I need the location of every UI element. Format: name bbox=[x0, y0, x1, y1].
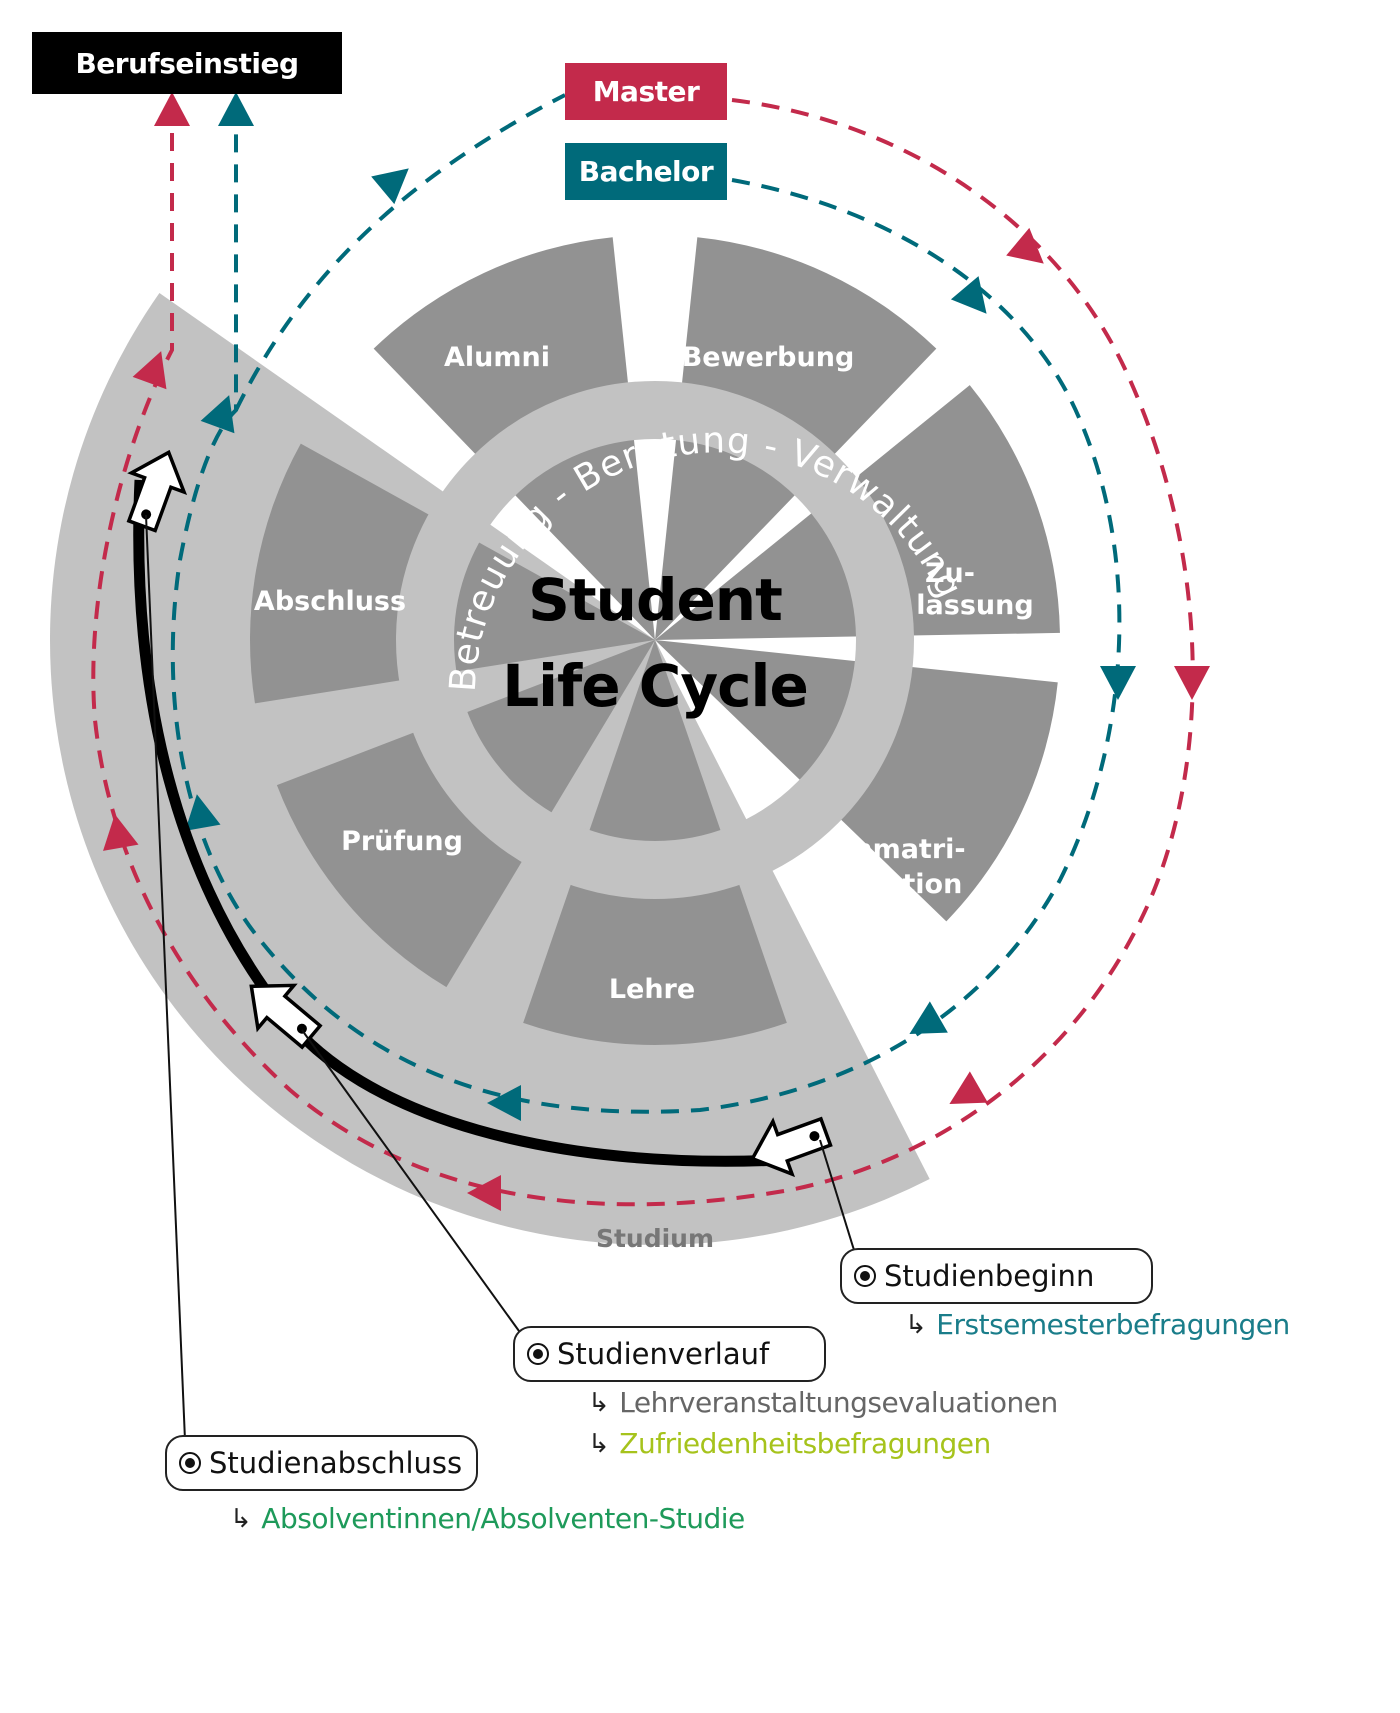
direction-arrowheads bbox=[103, 92, 1210, 1211]
return-arrow-icon: ↳ bbox=[230, 1503, 252, 1534]
bachelor-box: Bachelor bbox=[565, 143, 727, 200]
sector-label-bewerbung: Bewerbung bbox=[682, 342, 855, 373]
arrowhead-bachelor-career bbox=[218, 92, 254, 126]
sector-label-alumni: Alumni bbox=[444, 342, 550, 373]
center-title-line1: Student bbox=[528, 566, 782, 634]
stage-box-studienverlauf: Studienverlauf bbox=[513, 1326, 826, 1382]
studium-label: Studium bbox=[596, 1224, 714, 1253]
stage-label: Studienverlauf bbox=[557, 1337, 770, 1371]
survey-label: Absolventinnen/Absolventen-Studie bbox=[261, 1502, 745, 1535]
stage-label: Studienabschluss bbox=[209, 1446, 463, 1480]
return-arrow-icon: ↳ bbox=[588, 1387, 610, 1418]
arrowhead-master-upper-left bbox=[132, 351, 167, 390]
anchor-dot bbox=[141, 509, 152, 520]
career-entry-box: Berufseinstieg bbox=[32, 32, 342, 94]
arrowhead-bachelor-top bbox=[371, 168, 409, 205]
survey-item: ↳ Erstsemesterbefragungen bbox=[905, 1308, 1290, 1341]
sector-label-zulassung-1: Zu- bbox=[925, 558, 975, 589]
stage-box-studienabschluss: Studienabschluss bbox=[165, 1435, 478, 1491]
stage-box-studienbeginn: Studienbeginn bbox=[840, 1248, 1153, 1304]
return-arrow-icon: ↳ bbox=[588, 1428, 610, 1459]
leader-line-studienverlauf bbox=[301, 1029, 538, 1357]
master-label: Master bbox=[592, 75, 700, 108]
sector-label-pruefung: Prüfung bbox=[341, 826, 463, 857]
master-box: Master bbox=[565, 63, 727, 120]
milestone-arrow-studienbeginn bbox=[749, 1116, 833, 1178]
survey-item: ↳ Lehrveranstaltungsevaluationen bbox=[588, 1386, 1058, 1419]
sector-label-immatrikulation-1: Immatri- bbox=[834, 834, 965, 865]
target-icon bbox=[527, 1343, 549, 1365]
arrowhead-bachelor-right bbox=[1100, 666, 1136, 700]
sector-label-lehre: Lehre bbox=[609, 974, 695, 1005]
survey-item: ↳ Absolventinnen/Absolventen-Studie bbox=[230, 1502, 745, 1535]
career-entry-label: Berufseinstieg bbox=[75, 46, 299, 80]
arrowhead-bachelor-right-top bbox=[950, 276, 987, 314]
milestone-arrow-studienabschluss bbox=[126, 449, 188, 533]
arrowhead-bachelor-left bbox=[185, 794, 221, 831]
arrowhead-master-right-top bbox=[1006, 227, 1044, 264]
return-arrow-icon: ↳ bbox=[905, 1309, 927, 1340]
arrowhead-master-bottom-right bbox=[949, 1071, 988, 1104]
leader-line-studienabschluss bbox=[145, 514, 187, 1465]
survey-label: Erstsemesterbefragungen bbox=[936, 1308, 1290, 1341]
anchor-dot bbox=[809, 1131, 820, 1142]
bachelor-label: Bachelor bbox=[578, 155, 714, 188]
arrowhead-master-bottom bbox=[467, 1175, 501, 1211]
master-path bbox=[91, 98, 1195, 1207]
arrowhead-bachelor-bottom bbox=[487, 1085, 521, 1121]
arrowhead-bachelor-bottom-right bbox=[909, 1001, 948, 1034]
anchor-dot bbox=[296, 1023, 307, 1034]
survey-item: ↳ Zufriedenheitsbefragungen bbox=[588, 1427, 991, 1460]
sector-label-zulassung-2: lassung bbox=[916, 590, 1033, 621]
support-ring bbox=[396, 381, 914, 899]
arrowhead-bachelor-upper-left bbox=[200, 395, 235, 434]
target-icon bbox=[854, 1265, 876, 1287]
bachelor-path bbox=[170, 93, 1122, 1114]
survey-label: Lehrveranstaltungsevaluationen bbox=[619, 1386, 1058, 1419]
stage-label: Studienbeginn bbox=[884, 1259, 1095, 1293]
arrowhead-master-left bbox=[103, 814, 139, 851]
sector-wheel bbox=[250, 237, 1060, 1045]
sector-label-abschluss: Abschluss bbox=[254, 586, 406, 617]
target-icon bbox=[179, 1452, 201, 1474]
center-title-line2: Life Cycle bbox=[502, 652, 808, 720]
sector-label-immatrikulation-2: kulation bbox=[838, 869, 963, 900]
arrowhead-master-career bbox=[154, 92, 190, 126]
survey-label: Zufriedenheitsbefragungen bbox=[619, 1427, 991, 1460]
arrowhead-master-right bbox=[1174, 666, 1210, 700]
